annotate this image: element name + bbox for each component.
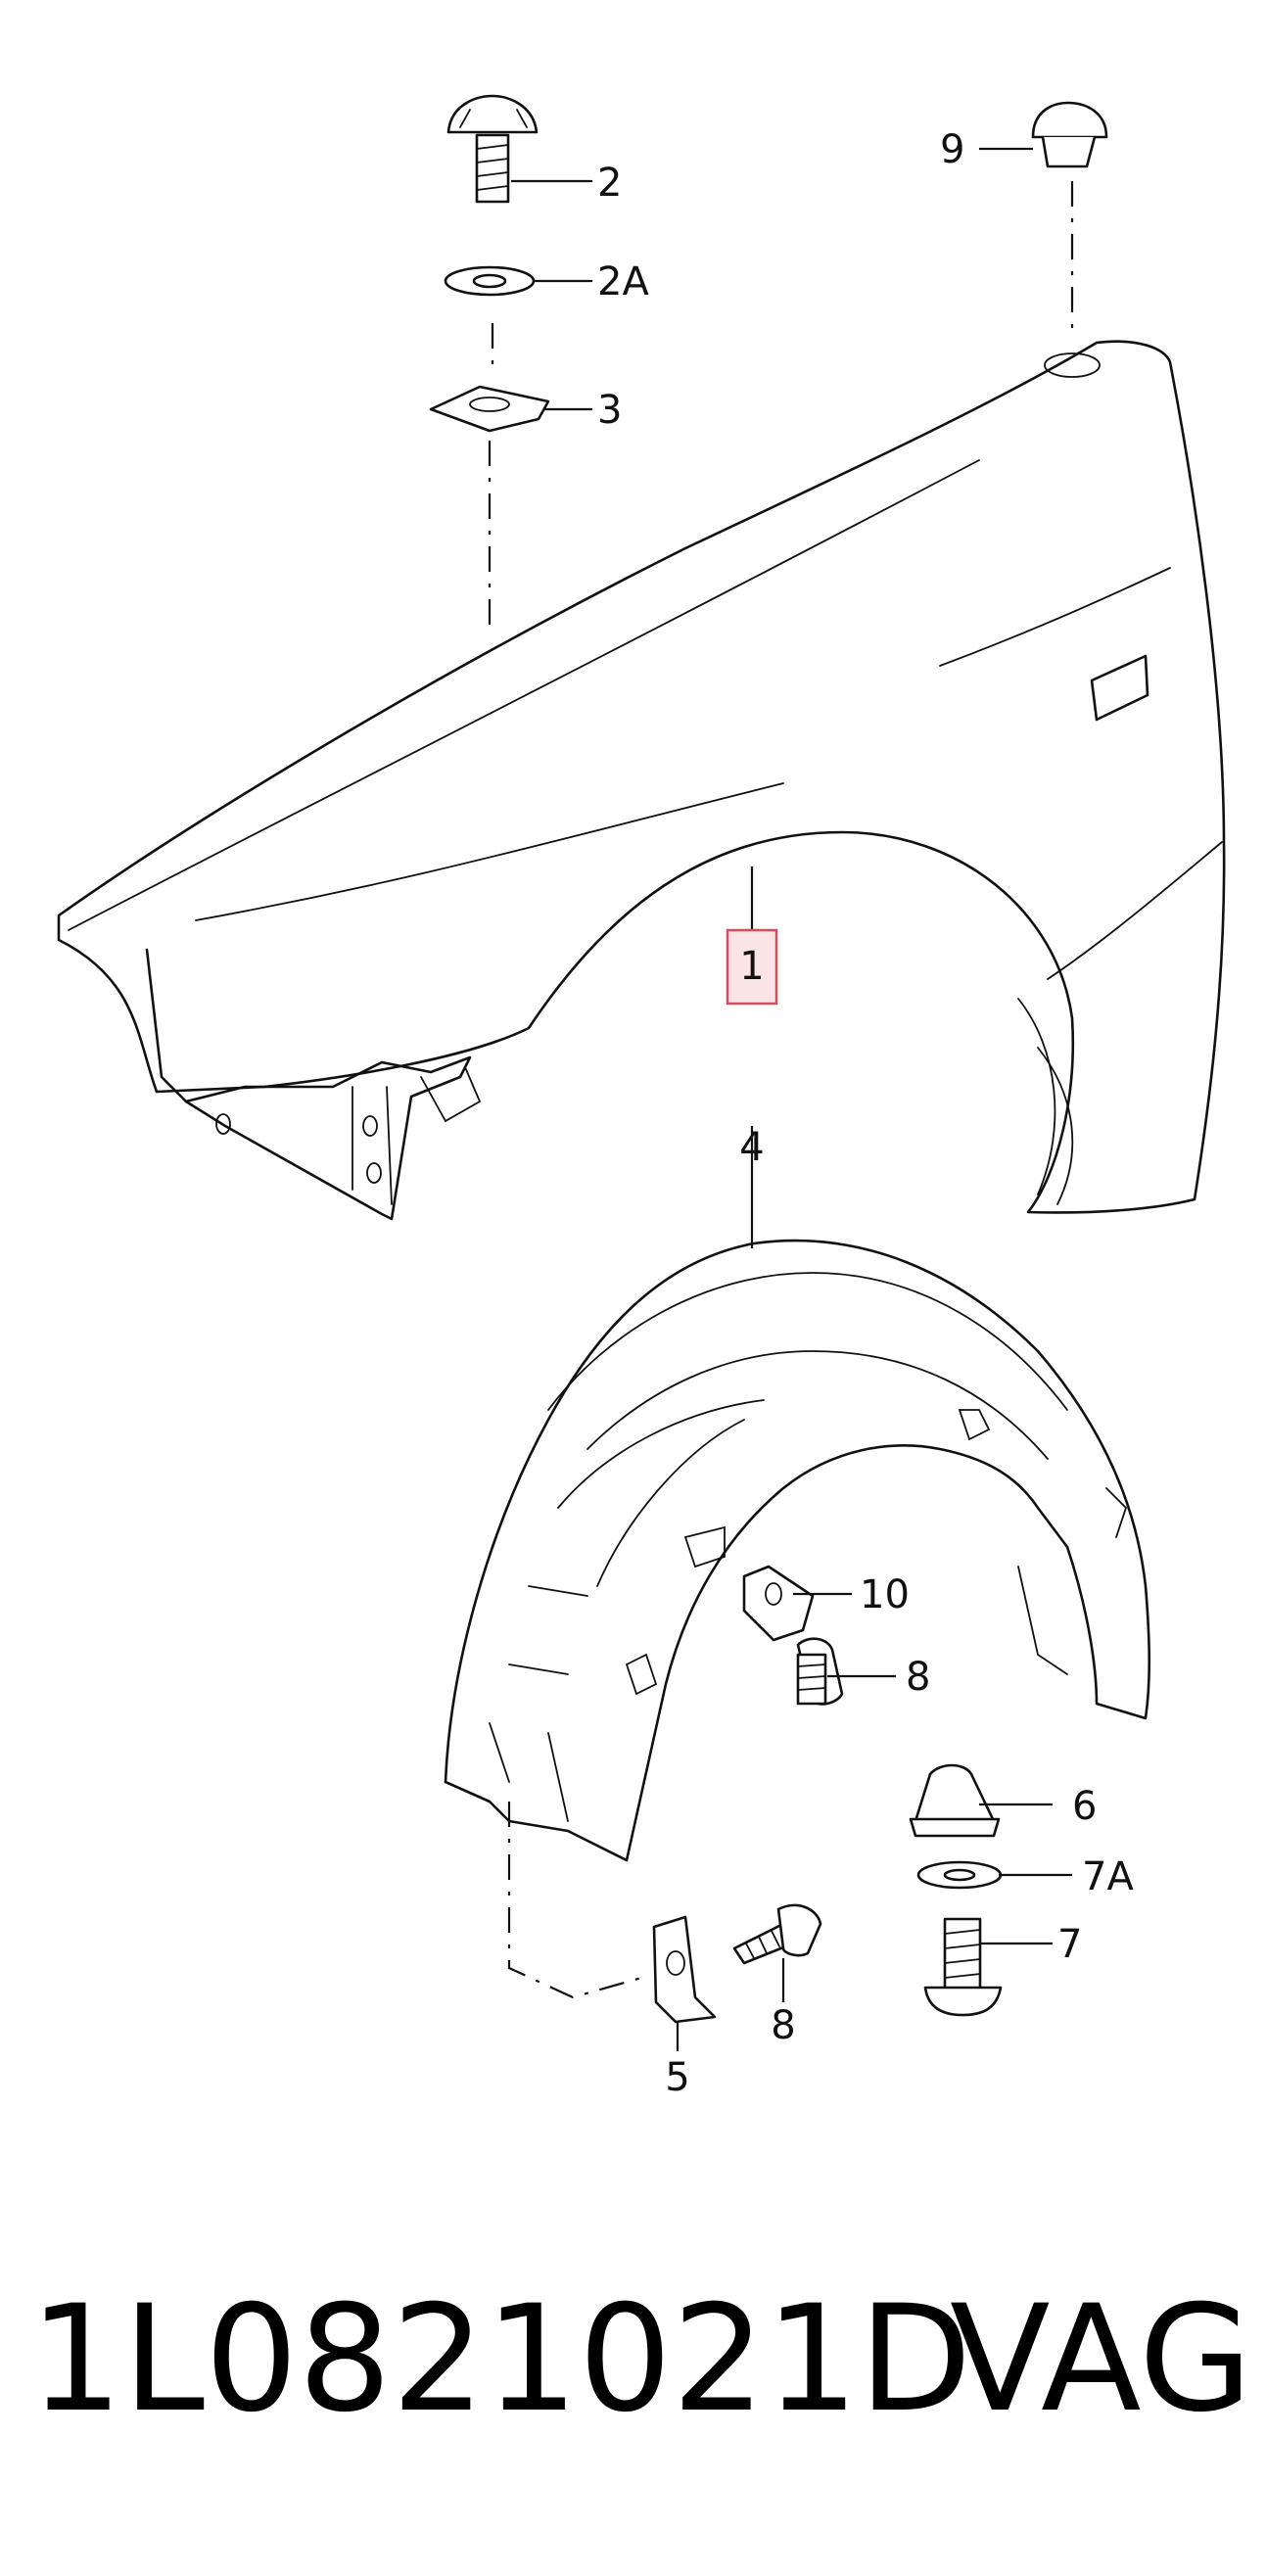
clip-5 xyxy=(652,1915,717,2024)
callout-8-lower: 8 xyxy=(771,2003,795,2048)
screw-7 xyxy=(923,1917,1003,2017)
screw-8-upper xyxy=(796,1637,844,1706)
washer-2a xyxy=(444,265,536,297)
assembly-lines xyxy=(488,181,1074,1999)
callout-3: 3 xyxy=(597,388,622,433)
callout-6: 6 xyxy=(1072,1784,1097,1829)
wheel-housing-liner xyxy=(444,1239,1151,1862)
part-number: 1L0821021D xyxy=(29,2274,972,2445)
screw-2 xyxy=(446,94,539,204)
callout-8-upper: 8 xyxy=(906,1655,930,1700)
callout-9: 9 xyxy=(940,127,964,172)
callout-5: 5 xyxy=(665,2055,689,2100)
callout-2a: 2A xyxy=(597,259,649,304)
fender xyxy=(57,340,1226,1221)
callout-2: 2 xyxy=(597,161,622,206)
callout-1-highlight xyxy=(726,928,778,1006)
clip-nut-6 xyxy=(909,1763,1001,1838)
callout-4: 4 xyxy=(739,1125,764,1170)
screw-8-lower xyxy=(732,1903,822,1965)
callout-7: 7 xyxy=(1057,1922,1082,1967)
callout-7a: 7A xyxy=(1082,1854,1134,1899)
plug-9 xyxy=(1031,101,1108,168)
callout-10: 10 xyxy=(860,1572,910,1617)
square-nut-3 xyxy=(429,385,550,433)
leader-lines xyxy=(511,147,1072,2051)
callout-1: 1 xyxy=(739,944,764,989)
washer-7a xyxy=(916,1860,1003,1890)
clip-10 xyxy=(742,1565,815,1642)
brand-label: VAG xyxy=(950,2274,1253,2445)
